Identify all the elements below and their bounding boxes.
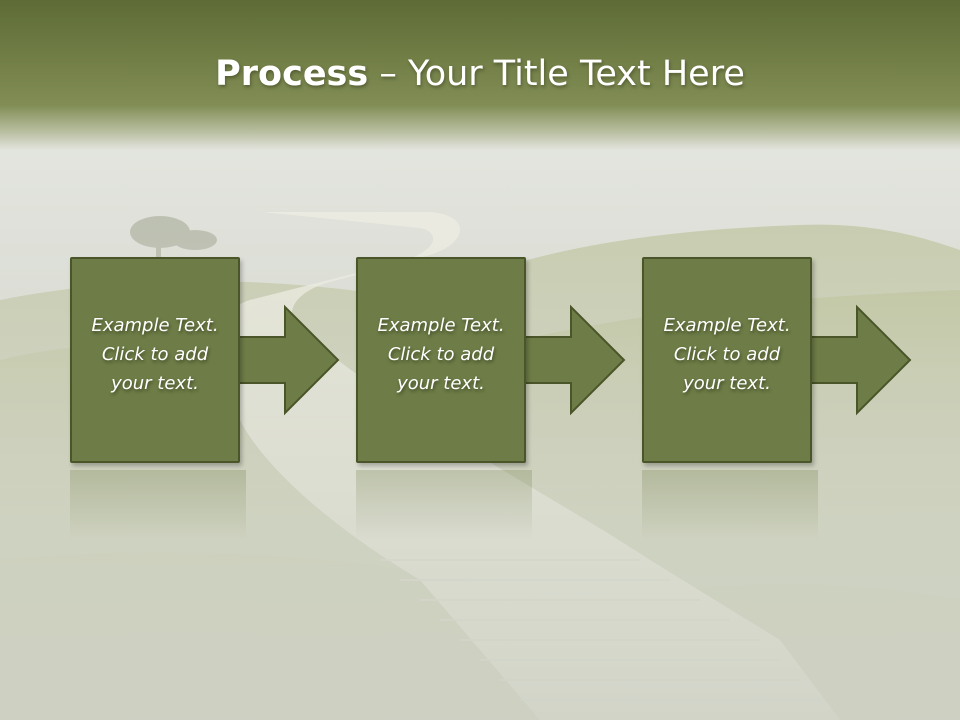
step-3-line-2: Click to add	[673, 344, 781, 365]
title-rest-part: – Your Title Text Here	[368, 54, 745, 94]
step-3-line-3: your text.	[683, 373, 771, 394]
step-3-line-1: Example Text.	[663, 315, 791, 336]
process-step-1[interactable]: Example Text. Click to add your text.	[70, 257, 370, 469]
step-3-text[interactable]: Example Text. Click to add your text.	[642, 311, 812, 398]
step-2-line-3: your text.	[397, 373, 485, 394]
step-2-line-2: Click to add	[387, 344, 495, 365]
step-2-arrow-icon	[515, 304, 626, 416]
step-1-reflection	[70, 470, 246, 540]
step-2-reflection	[356, 470, 532, 540]
step-1-box[interactable]	[70, 257, 240, 463]
process-step-2[interactable]: Example Text. Click to add your text.	[356, 257, 656, 469]
step-2-text[interactable]: Example Text. Click to add your text.	[356, 311, 526, 398]
step-1-text[interactable]: Example Text. Click to add your text.	[70, 311, 240, 398]
title-band	[0, 0, 960, 150]
step-1-arrow-icon	[229, 304, 340, 416]
title-bold-part: Process	[215, 54, 369, 94]
step-1-line-3: your text.	[111, 373, 199, 394]
step-3-arrow-icon	[801, 304, 912, 416]
slide-title[interactable]: Process – Your Title Text Here	[0, 52, 960, 96]
step-2-box[interactable]	[356, 257, 526, 463]
step-3-box[interactable]	[642, 257, 812, 463]
process-step-3[interactable]: Example Text. Click to add your text.	[642, 257, 942, 469]
step-1-line-1: Example Text.	[91, 315, 219, 336]
step-2-line-1: Example Text.	[377, 315, 505, 336]
step-1-line-2: Click to add	[101, 344, 209, 365]
step-3-reflection	[642, 470, 818, 540]
